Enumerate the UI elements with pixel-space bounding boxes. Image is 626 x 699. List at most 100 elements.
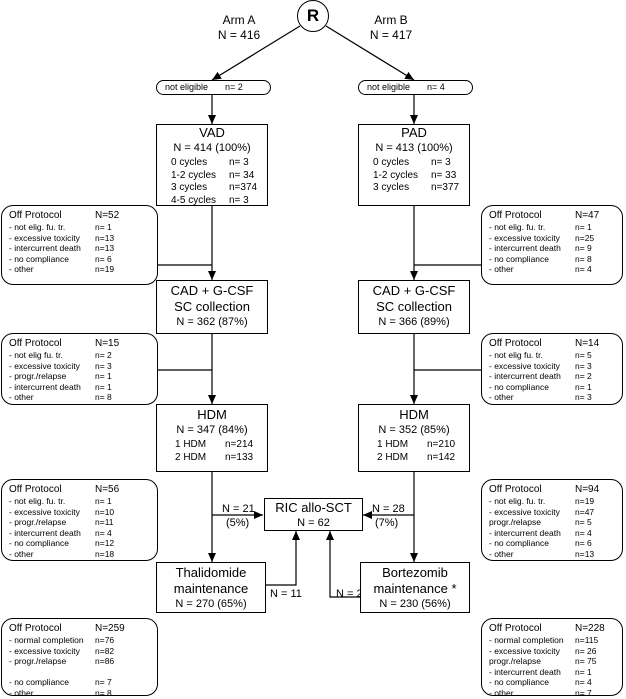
arm-a-count: N = 416 <box>217 28 261 42</box>
off-protocol-total: N=52 <box>95 210 120 221</box>
off-protocol-total: N=15 <box>95 338 120 349</box>
collection-b-line2: SC collection <box>376 299 452 314</box>
arm-b-count: N = 417 <box>369 28 413 42</box>
off-protocol-total: N=14 <box>575 338 600 349</box>
off-protocol-total: N=259 <box>95 623 125 634</box>
off-protocol-row: - not elig. fu. tr.n= 1 <box>9 222 112 232</box>
off-protocol-row: - not elig fu. tr.n= 2 <box>9 350 112 360</box>
bortezomib-count: N = 230 (56%) <box>379 598 451 610</box>
off-protocol-title: Off Protocol <box>489 484 542 495</box>
thalidomide-count: N = 270 (65%) <box>175 598 247 610</box>
off-protocol-total: N=47 <box>575 210 600 221</box>
vad-count: N = 414 (100%) <box>173 142 251 154</box>
off-protocol-title: Off Protocol <box>9 338 62 349</box>
arrow-r-to-arm-a <box>211 25 301 81</box>
vad-title: VAD <box>199 125 225 140</box>
allo-from-bort-count: N = 2 <box>336 588 363 600</box>
collection-a-box: CAD + G-CSF SC collection N = 362 (87%) <box>156 280 268 334</box>
collection-b-count: N = 366 (89%) <box>378 316 450 328</box>
pad-title: PAD <box>401 125 427 140</box>
randomization-node: R <box>297 0 329 32</box>
off-protocol-title: Off Protocol <box>9 623 62 634</box>
collection-a-line2: SC collection <box>174 299 250 314</box>
not-eligible-a-label: not eligible <box>165 82 209 92</box>
not-eligible-b-n: n= 4 <box>427 82 445 92</box>
hdm-b-title: HDM <box>399 407 429 422</box>
hdm-a-title: HDM <box>197 407 227 422</box>
collection-a-line1: CAD + G-CSF <box>170 283 254 298</box>
arrow-thal-to-allo <box>266 531 300 586</box>
allo-from-thal-count: N = 11 <box>270 588 302 600</box>
arm-b-name: Arm B <box>374 13 408 27</box>
off-protocol-title: Off Protocol <box>489 623 542 634</box>
not-eligible-a-n: n= 2 <box>225 82 243 92</box>
thalidomide-line2: maintenance <box>173 581 249 596</box>
collection-a-count: N = 362 (87%) <box>176 316 248 328</box>
off-protocol-row: - not elig. fu. tr.n= 1 <box>9 496 112 506</box>
off-protocol-title: Off Protocol <box>9 484 62 495</box>
off-protocol-row: - not elig. fu. tr.n= 1 <box>489 222 592 232</box>
off-protocol-row: - not elig. fu. tr.n=19 <box>489 496 595 506</box>
arm-a-header: Arm A N = 416 <box>194 13 284 43</box>
not-eligible-b-label: not eligible <box>367 82 411 92</box>
bortezomib-box: Bortezomib maintenance * N = 230 (56%) <box>360 562 470 613</box>
allo-from-hdm-b-pct: (7%) <box>375 517 399 529</box>
allo-from-hdm-a-pct: (5%) <box>226 517 250 529</box>
off-protocol-row: - not elig fu. tr.n= 5 <box>489 350 592 360</box>
hdm-b-count: N = 352 (85%) <box>378 424 450 436</box>
not-eligible-b: not eligible n= 4 <box>358 80 473 95</box>
hdm-a-count: N = 347 (84%) <box>176 424 248 436</box>
thalidomide-line1: Thalidomide <box>175 565 247 580</box>
off-protocol-row <box>9 667 151 678</box>
off-protocol-total: N=228 <box>575 623 605 634</box>
bortezomib-line2: maintenance * <box>373 581 457 596</box>
thalidomide-box: Thalidomide maintenance N = 270 (65%) <box>156 562 266 613</box>
allo-from-hdm-b-count: N = 28 <box>372 503 405 515</box>
arrow-r-to-arm-b <box>325 25 415 81</box>
off-protocol-total: N=94 <box>575 484 600 495</box>
allo-from-hdm-a-count: N = 21 <box>222 503 255 515</box>
off-protocol-b-hdm: Off Protocol N=94 - not elig. fu. tr.n=19… <box>481 479 623 561</box>
